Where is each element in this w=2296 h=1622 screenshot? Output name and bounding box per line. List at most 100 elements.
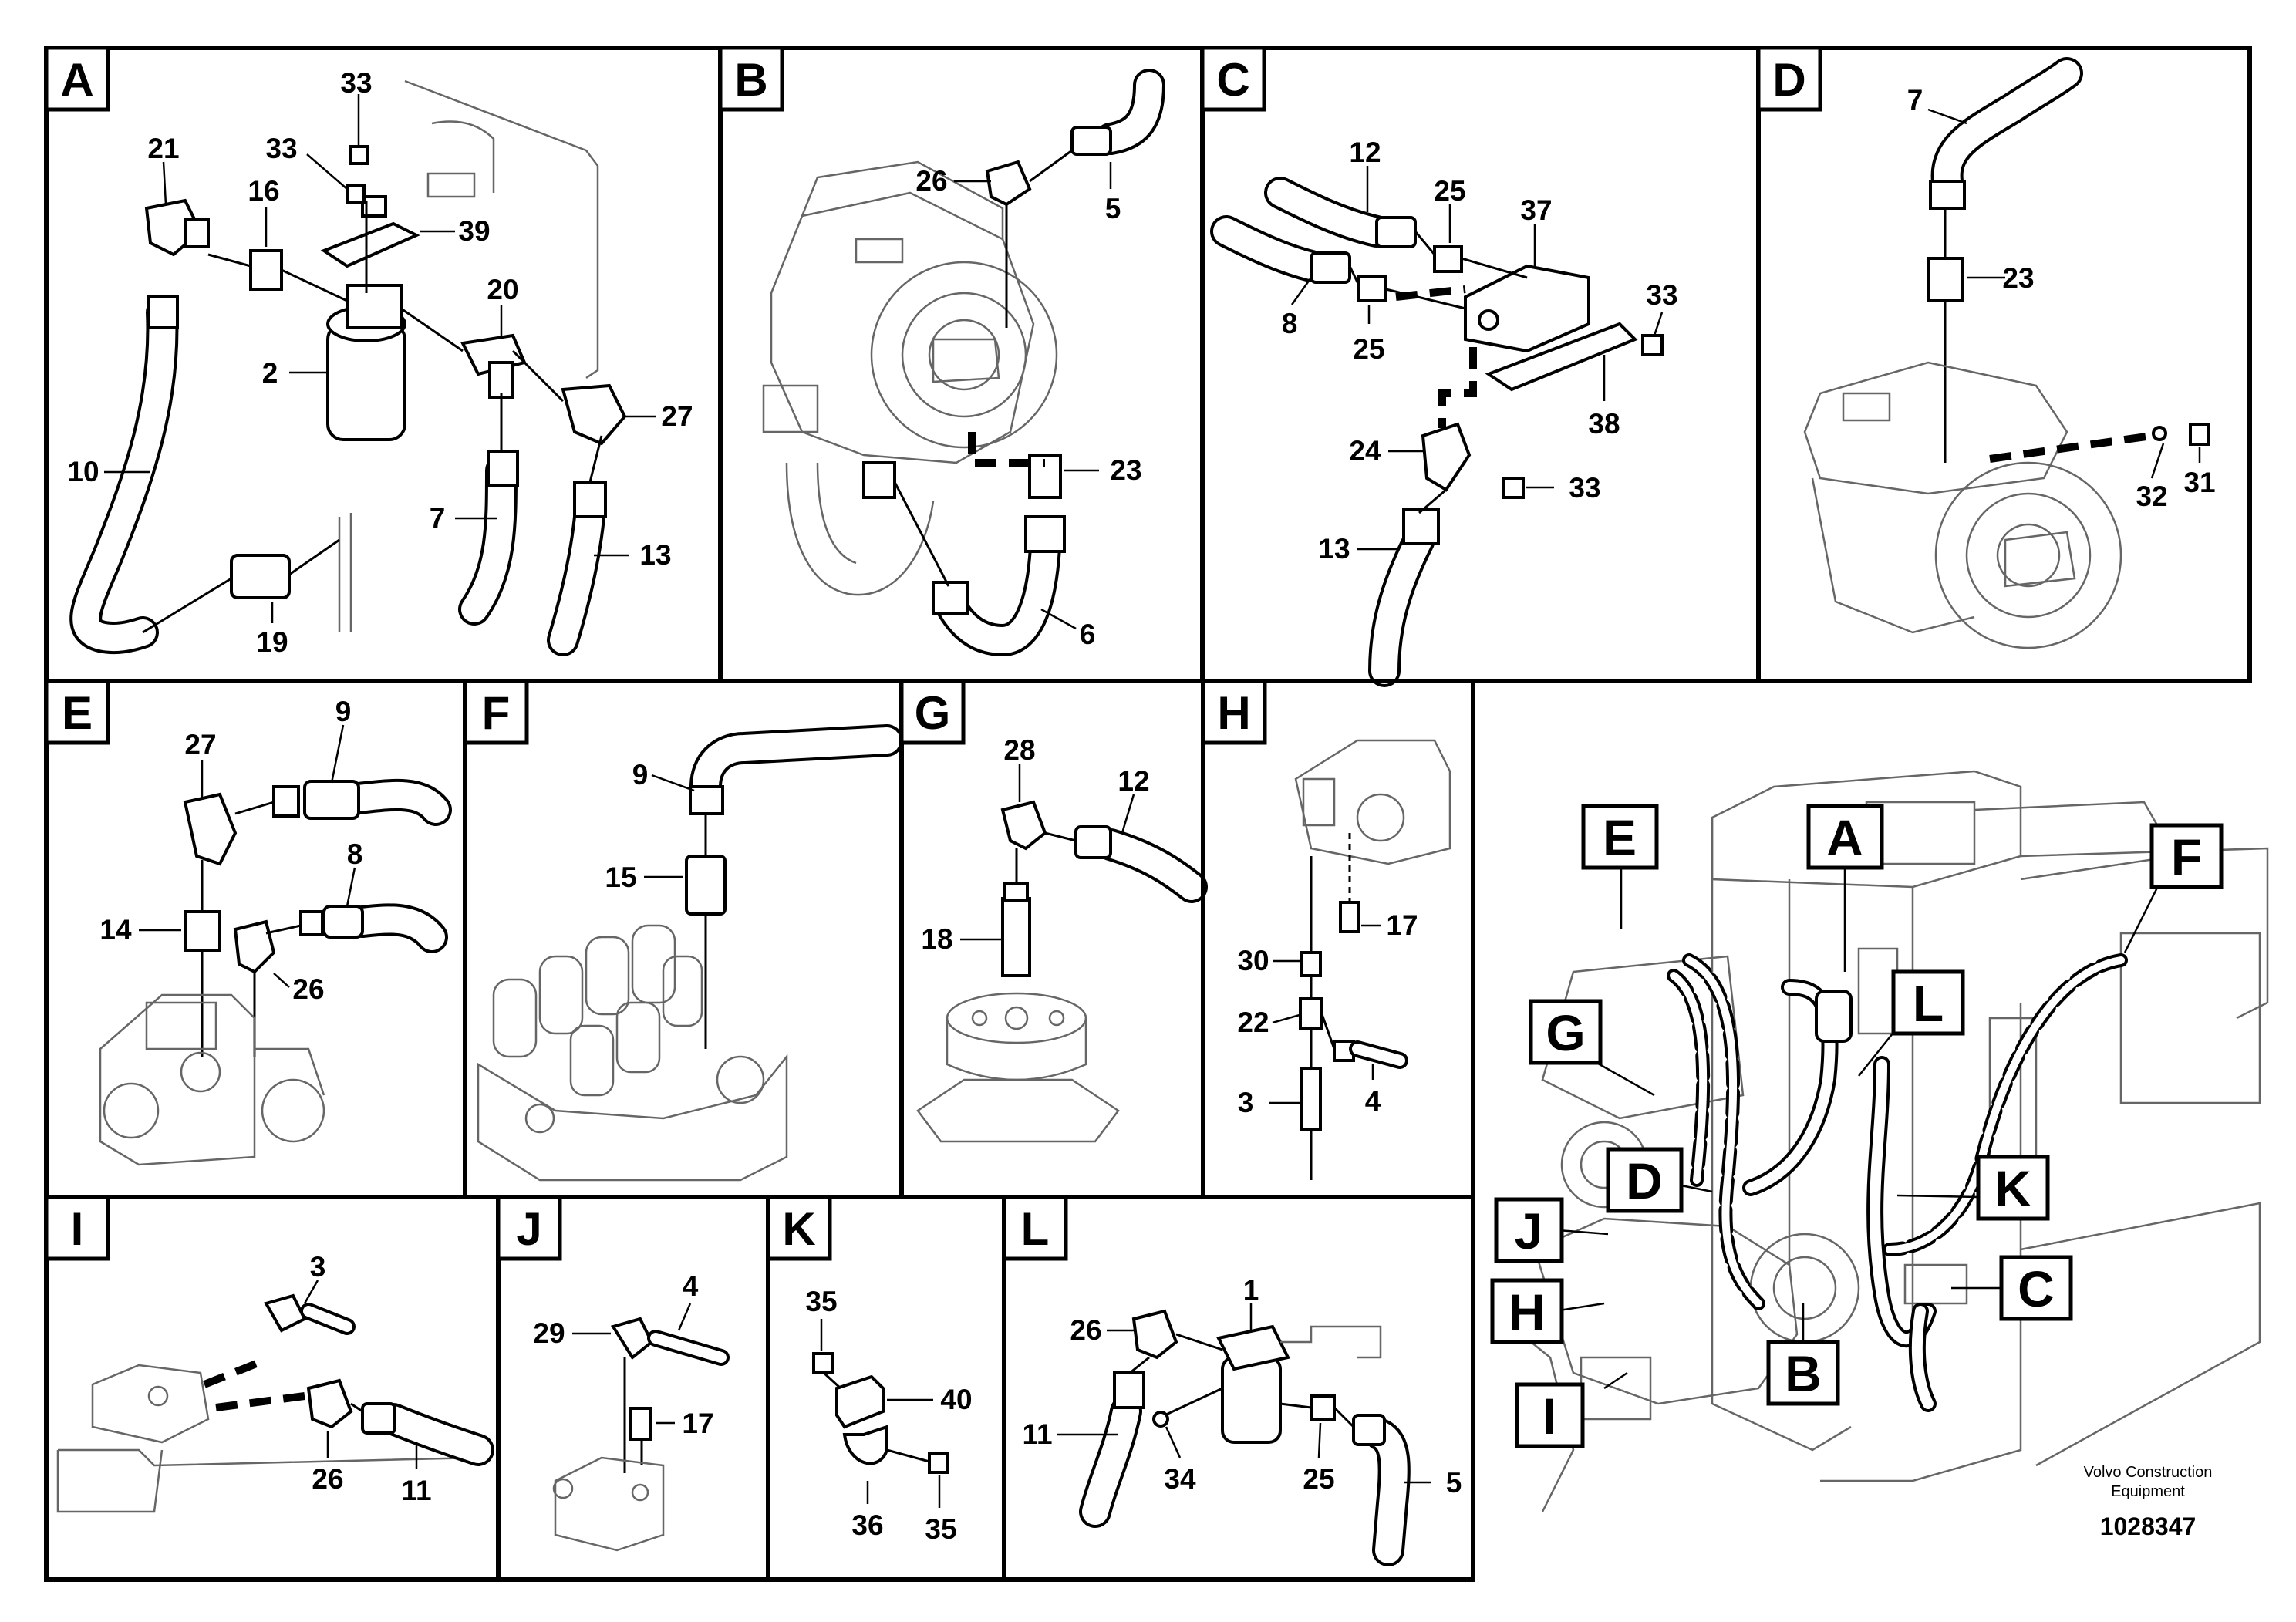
callout-letter: G bbox=[1546, 1004, 1585, 1061]
part-number: 24 bbox=[1349, 435, 1381, 467]
part-number: 27 bbox=[184, 729, 216, 760]
callout-j: J bbox=[1494, 1197, 1564, 1263]
callout-i: I bbox=[1515, 1382, 1585, 1448]
panel-d: D 7 23 32 31 bbox=[1756, 46, 2252, 683]
panel-i-labels: 3 26 11 bbox=[303, 1251, 432, 1506]
part-number: 23 bbox=[1110, 454, 1141, 486]
panel-l: L 1 26 11 34 25 5 bbox=[1002, 1195, 1475, 1582]
panel-j-letter: J bbox=[516, 1203, 541, 1255]
part-number: 11 bbox=[1022, 1418, 1052, 1450]
callout-letter: K bbox=[1994, 1160, 2031, 1217]
part-number: 18 bbox=[921, 923, 952, 955]
part-number: 30 bbox=[1237, 945, 1269, 976]
panel-l-letter: L bbox=[1021, 1203, 1050, 1255]
callout-b: B bbox=[1766, 1340, 1840, 1406]
panel-e-labels: 27 9 8 14 26 bbox=[99, 696, 362, 1005]
panel-c-letter: C bbox=[1216, 54, 1249, 106]
part-number: 22 bbox=[1237, 1007, 1269, 1038]
part-number: 8 bbox=[1282, 308, 1298, 339]
panel-a-letter: A bbox=[60, 54, 93, 106]
panel-i-letter: I bbox=[71, 1203, 84, 1255]
part-number: 13 bbox=[639, 539, 671, 571]
part-number: 10 bbox=[67, 456, 99, 487]
callout-k: K bbox=[1976, 1155, 2050, 1221]
callout-c: C bbox=[1999, 1255, 2073, 1321]
panel-j-labels: 4 29 17 bbox=[533, 1270, 713, 1439]
part-number: 19 bbox=[256, 626, 288, 658]
panel-g-letter: G bbox=[915, 687, 951, 739]
panel-b-labels: 26 5 23 6 bbox=[915, 162, 1142, 650]
part-number: 40 bbox=[940, 1384, 972, 1415]
part-number: 2 bbox=[262, 357, 278, 389]
part-number: 35 bbox=[805, 1286, 837, 1317]
part-number: 23 bbox=[2002, 262, 2034, 294]
part-number: 25 bbox=[1434, 175, 1465, 207]
callout-letter: H bbox=[1509, 1283, 1546, 1340]
part-number: 36 bbox=[851, 1509, 883, 1541]
part-number: 3 bbox=[1238, 1087, 1254, 1118]
part-number: 6 bbox=[1080, 619, 1096, 650]
callout-letter: D bbox=[1626, 1152, 1663, 1209]
callout-letter: A bbox=[1826, 809, 1863, 866]
overview-machine: E A F G L D K bbox=[1490, 770, 2269, 1512]
part-number: 33 bbox=[1646, 279, 1677, 311]
callout-letter: L bbox=[1913, 975, 1944, 1032]
panel-a-labels: 33 33 21 16 39 20 2 27 10 7 13 19 bbox=[67, 67, 693, 658]
panel-d-labels: 7 23 32 31 bbox=[1907, 84, 2216, 512]
callout-l: L bbox=[1891, 969, 1965, 1036]
panel-l-labels: 1 26 11 34 25 5 bbox=[1022, 1274, 1462, 1499]
panel-c: C 12 25 37 bbox=[1200, 46, 1761, 687]
part-number: 12 bbox=[1118, 765, 1149, 797]
panel-i: I 3 26 11 bbox=[44, 1195, 501, 1582]
part-number: 27 bbox=[661, 400, 693, 432]
part-number: 14 bbox=[99, 914, 132, 946]
part-number: 37 bbox=[1520, 194, 1552, 226]
panel-e-letter: E bbox=[62, 687, 93, 739]
panel-f-letter: F bbox=[482, 687, 511, 739]
part-number: 5 bbox=[1105, 193, 1121, 224]
part-number: 26 bbox=[312, 1463, 343, 1495]
part-number: 26 bbox=[292, 973, 324, 1005]
panel-b-letter: B bbox=[734, 54, 767, 106]
part-number: 29 bbox=[533, 1317, 565, 1349]
brand-line-2: Equipment bbox=[2111, 1483, 2185, 1500]
panel-h: H 17 30 22 3 4 bbox=[1201, 679, 1475, 1199]
part-number: 7 bbox=[1907, 84, 1923, 116]
panel-a: A bbox=[44, 46, 723, 683]
part-number: 13 bbox=[1318, 533, 1350, 565]
part-number: 4 bbox=[1365, 1085, 1381, 1117]
panel-g-labels: 28 12 18 bbox=[921, 734, 1149, 955]
part-number: 1 bbox=[1243, 1274, 1259, 1306]
panel-k-labels: 35 40 36 35 bbox=[805, 1286, 972, 1545]
part-number: 9 bbox=[632, 759, 649, 791]
panel-g: G 28 12 18 bbox=[899, 679, 1208, 1199]
part-number: 7 bbox=[430, 502, 446, 534]
part-number: 38 bbox=[1588, 408, 1620, 440]
part-number: 39 bbox=[458, 215, 490, 247]
panel-j: J 4 29 17 bbox=[496, 1195, 770, 1582]
panel-f: F 9 15 bbox=[463, 679, 904, 1199]
panel-d-letter: D bbox=[1772, 54, 1805, 106]
panel-h-letter: H bbox=[1217, 687, 1250, 739]
panel-h-labels: 17 30 22 3 4 bbox=[1237, 909, 1418, 1118]
part-number: 3 bbox=[310, 1251, 326, 1283]
callout-letter: B bbox=[1785, 1345, 1822, 1402]
part-number: 28 bbox=[1003, 734, 1035, 766]
part-number: 17 bbox=[1386, 909, 1418, 941]
panel-b: B 26 5 23 bbox=[718, 46, 1205, 683]
overview-callouts: E A F G L D K bbox=[1490, 804, 2224, 1448]
part-number: 11 bbox=[401, 1475, 431, 1506]
part-number: 26 bbox=[1070, 1314, 1101, 1346]
figure-id: 1028347 bbox=[2100, 1512, 2197, 1540]
part-number: 33 bbox=[1569, 472, 1600, 504]
part-number: 21 bbox=[147, 133, 179, 164]
callout-letter: I bbox=[1542, 1388, 1556, 1445]
brand-line-1: Volvo Construction bbox=[2084, 1464, 2213, 1481]
callout-letter: C bbox=[2018, 1260, 2055, 1317]
part-number: 12 bbox=[1349, 137, 1381, 168]
part-number: 35 bbox=[925, 1513, 956, 1545]
part-number: 5 bbox=[1446, 1467, 1462, 1499]
panel-k-letter: K bbox=[782, 1203, 815, 1255]
panel-c-labels: 12 25 37 8 25 33 38 24 33 13 bbox=[1282, 137, 1678, 565]
part-number: 31 bbox=[2183, 467, 2215, 498]
